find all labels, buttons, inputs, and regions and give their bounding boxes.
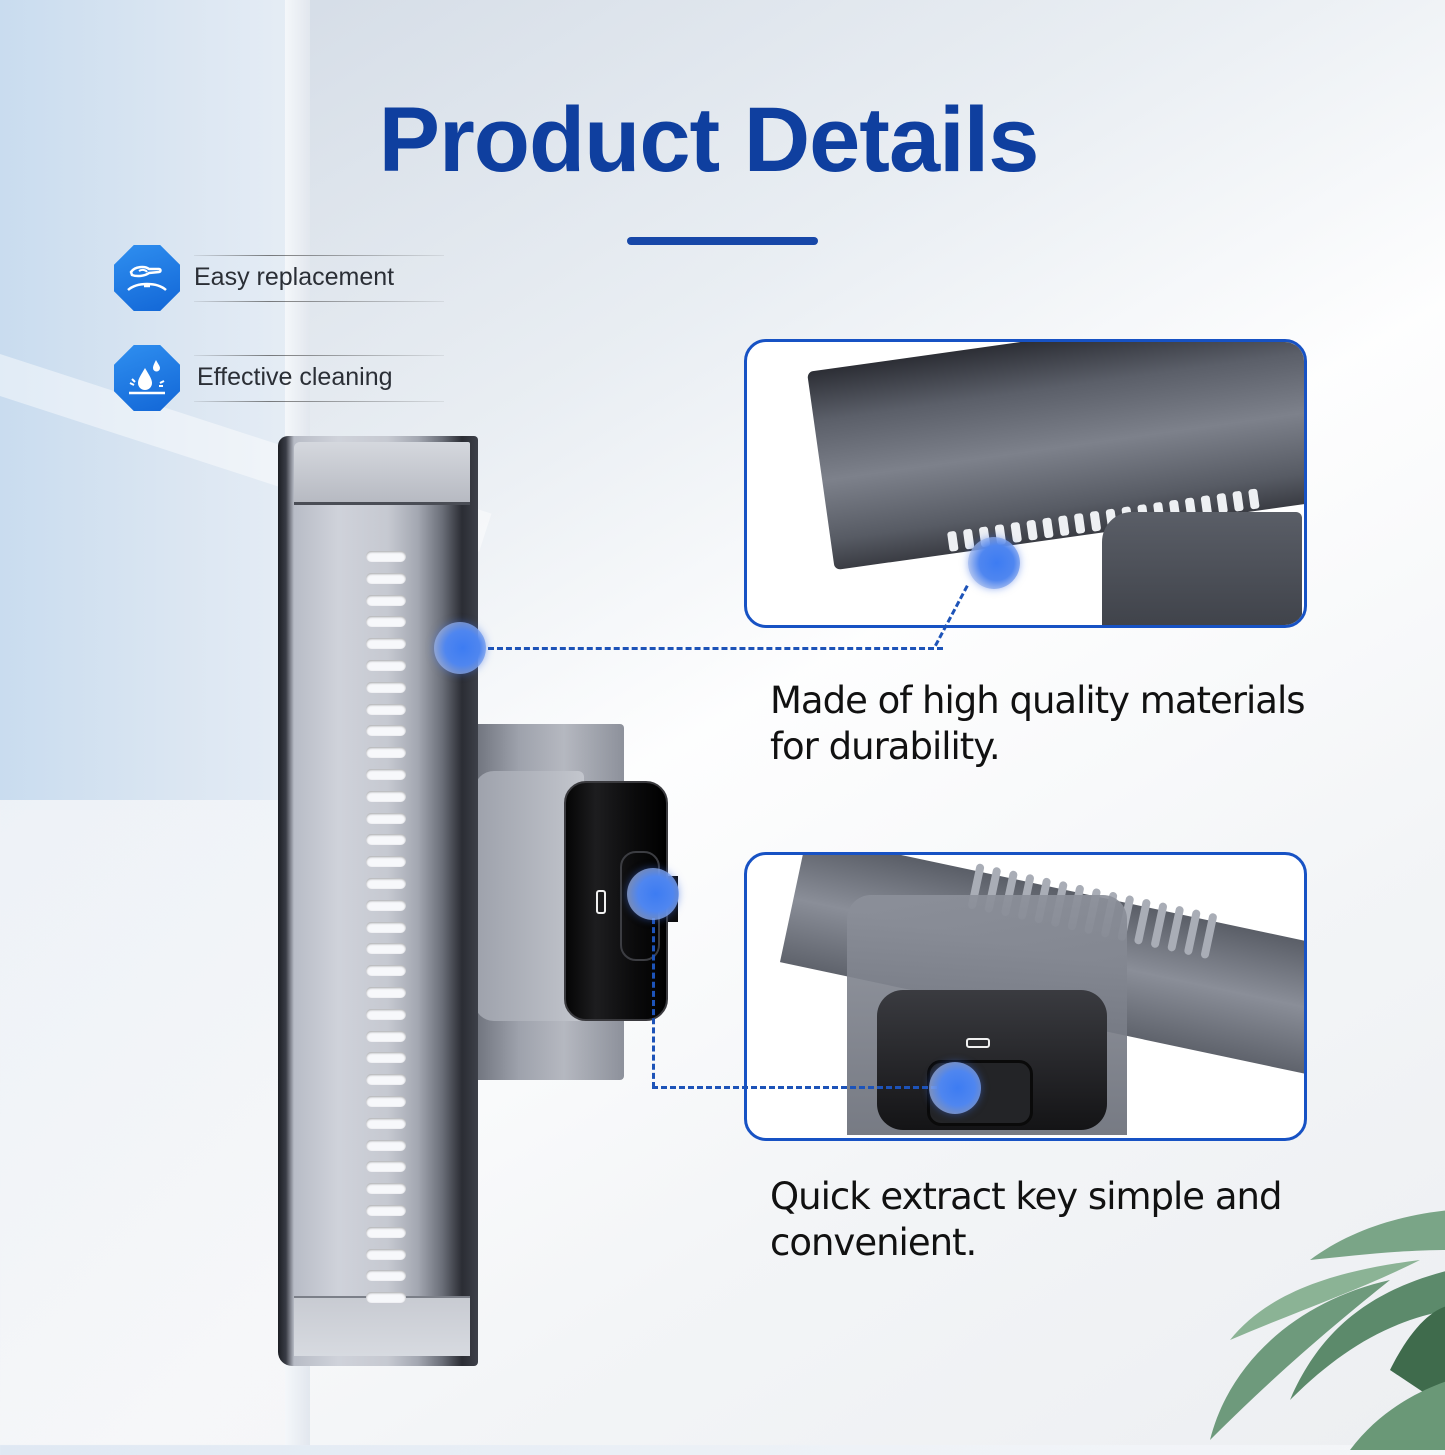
- description-line: Quick extract key simple and: [770, 1175, 1282, 1218]
- water-drops-icon: [114, 345, 180, 411]
- feature-label: Effective cleaning: [197, 363, 393, 391]
- closeup-arm: [1102, 512, 1302, 625]
- highlight-dot: [968, 537, 1020, 589]
- highlight-dot: [627, 868, 679, 920]
- feature-divider: [194, 301, 444, 302]
- feature-label: Easy replacement: [194, 263, 395, 291]
- description-line: Made of high quality materials: [770, 679, 1306, 722]
- callout-description-materials: Made of high quality materials for durab…: [770, 678, 1306, 770]
- description-line: convenient.: [770, 1221, 977, 1264]
- connector-line: [652, 1086, 937, 1089]
- feature-easy-replacement: Easy replacement: [114, 245, 444, 311]
- product-vent-slots: [366, 551, 408, 1314]
- feature-divider: [194, 255, 444, 256]
- unlock-icon: [966, 1038, 990, 1048]
- callout-extract-key-closeup: [744, 852, 1307, 1141]
- feature-effective-cleaning: Effective cleaning: [114, 345, 444, 411]
- product-bar-top: [294, 442, 470, 505]
- feature-divider: [194, 401, 444, 402]
- highlight-dot: [434, 622, 486, 674]
- callout-materials-closeup: [744, 339, 1307, 628]
- connector-line: [488, 647, 943, 650]
- feature-divider: [194, 355, 444, 356]
- highlight-dot: [929, 1062, 981, 1114]
- unlock-icon: [596, 890, 606, 914]
- product-main-image: [278, 436, 678, 1376]
- page-title: Product Details: [378, 89, 1040, 191]
- plant-decoration: [1190, 1210, 1445, 1450]
- title-underline: [627, 237, 818, 245]
- description-line: for durability.: [770, 725, 1001, 768]
- connector-line: [652, 918, 655, 1088]
- callout-description-extract-key: Quick extract key simple and convenient.: [770, 1174, 1282, 1266]
- hand-replace-icon: [114, 245, 180, 311]
- background-light: [300, 0, 1445, 1445]
